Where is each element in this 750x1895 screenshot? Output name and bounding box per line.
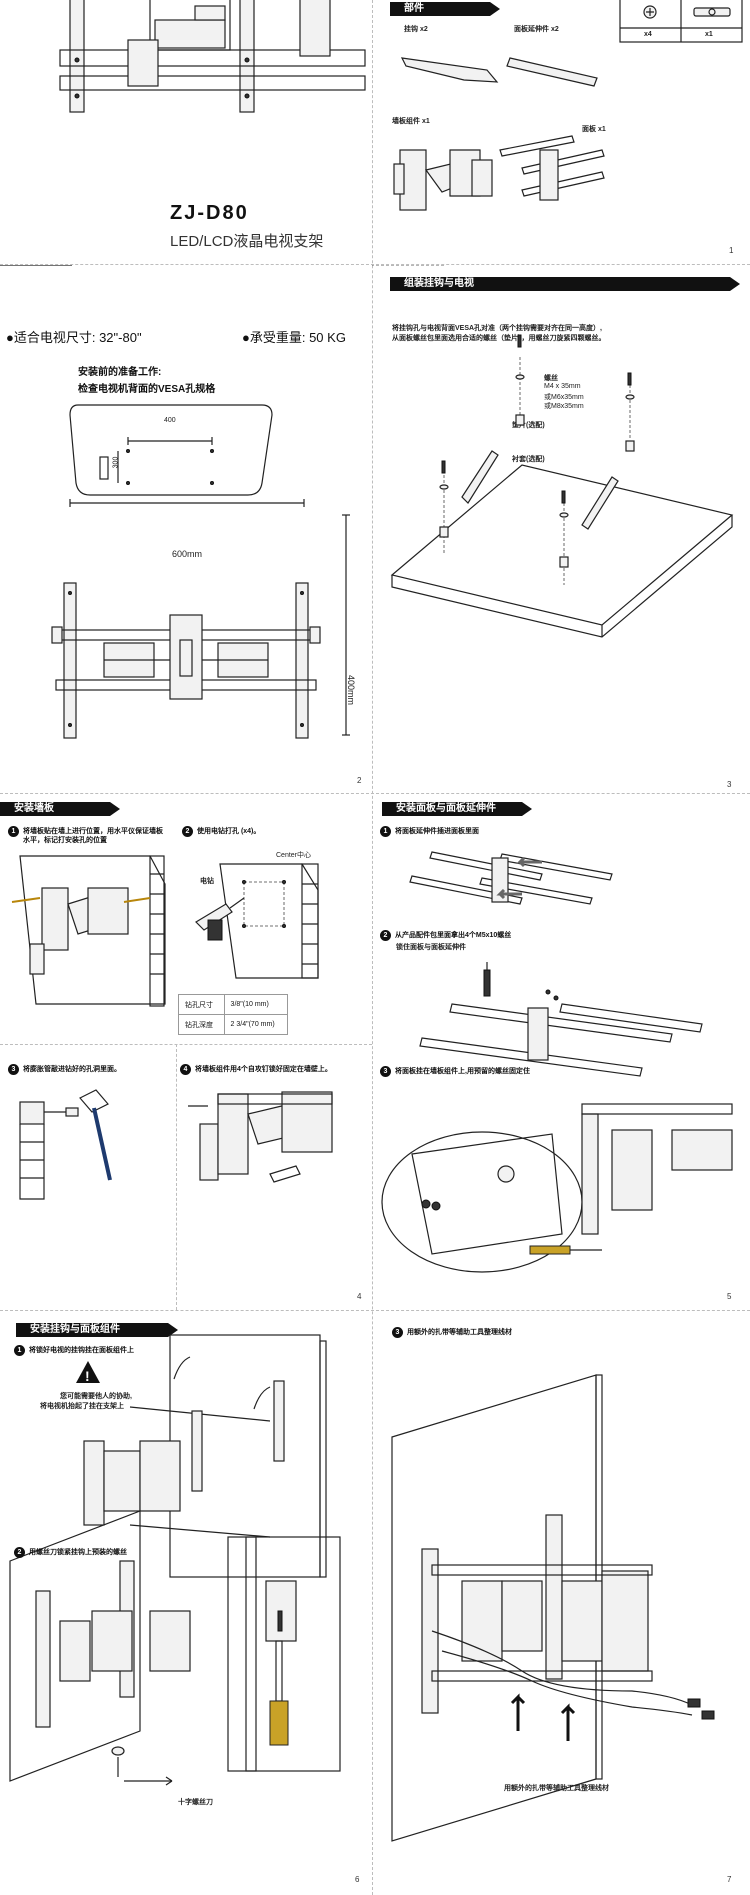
model-title: ZJ-D80	[170, 202, 249, 224]
step-divider	[0, 1044, 372, 1045]
panel-diagrams	[381, 851, 733, 1273]
page-number: 5	[727, 1292, 732, 1301]
step-1-text: 将面板延伸件插进面板里面	[395, 828, 479, 835]
spec-key: 钻孔深度	[178, 1014, 225, 1035]
page-number: 7	[727, 1875, 732, 1884]
dim-400: 400	[164, 417, 176, 424]
step-2-text-b: 锁住面板与面板延伸件	[396, 944, 466, 951]
section-banner: 安装挂钩与面板组件	[16, 1323, 178, 1337]
step-divider	[176, 1044, 177, 1310]
vesa-diagram	[0, 265, 350, 739]
drill-label: 电钻	[200, 878, 214, 885]
step-2-text-a: 从产品配件包里面拿出4个M5x10螺丝	[395, 932, 512, 939]
page-number: 2	[357, 776, 362, 785]
tv-size-spec: ●适合电视尺寸: 32"-80"	[6, 330, 142, 345]
step-4-text: 将墙板组件用4个自攻钉锁好固定在墙壁上。	[195, 1066, 332, 1073]
screw-option-1: M4 x 35mm	[544, 383, 581, 390]
product-subtitle: LED/LCD液晶电视支架	[170, 233, 324, 250]
dim-600mm: 600mm	[172, 549, 203, 559]
page-1-parts: 部件 挂钩 x2 面板延伸件 x2 x4 x1 墙板组件 x1 面板 x1 1	[372, 0, 750, 264]
load-spec: ●承受重量: 50 KG	[242, 330, 346, 345]
page-number: 4	[357, 1292, 362, 1301]
spec-key: 钻孔尺寸	[178, 994, 225, 1015]
step-3-text: 将膨胀管敲进钻好的孔洞里面。	[23, 1066, 121, 1073]
prep-subtitle: 检查电视机背面的VESA孔规格	[78, 384, 216, 395]
step-2-text: 使用电钻打孔 (x4)。	[197, 828, 261, 835]
washer-label: 垫片(选配)	[512, 422, 545, 429]
parts-illustrations	[393, 57, 605, 211]
screwdriver-label: 十字螺丝刀	[178, 1799, 213, 1806]
screw-option-3: 或M8x35mm	[544, 403, 584, 410]
screw-option-2: 或M6x35mm	[544, 394, 584, 401]
cable-management-diagram	[391, 1374, 715, 1842]
panel-label: 面板 x1	[582, 126, 606, 133]
screw-label: 螺丝	[544, 375, 558, 382]
hook-assembly-diagram	[372, 265, 734, 638]
bracket-illustration	[59, 0, 366, 113]
spec-value: 3/8"(10 mm)	[223, 994, 289, 1015]
wall-plate-diagrams	[11, 855, 333, 1200]
warning-line-2: 将电视机抬起了挂在支架上	[40, 1403, 124, 1410]
hook-label: 挂钩 x2	[404, 26, 428, 33]
page-number: 1	[729, 246, 734, 255]
page-number: 3	[727, 780, 732, 789]
cable-caption: 用额外的扎带等辅助工具整理线材	[504, 1785, 609, 1792]
page-divider	[372, 0, 373, 1895]
page-divider	[0, 1310, 750, 1311]
warning-line-1: 您可能需要他人的协助,	[60, 1393, 132, 1400]
extension-label: 面板延伸件 x2	[514, 26, 559, 33]
step-3-text: 用额外的扎带等辅助工具整理线材	[407, 1329, 512, 1336]
screw-qty: x4	[644, 31, 652, 38]
dim-300: 300	[112, 456, 120, 469]
section-banner: 安装墙板	[0, 802, 120, 816]
svg-text:!: !	[85, 1368, 90, 1384]
level-qty: x1	[705, 31, 713, 38]
page-1-cover: ZJ-D80 LED/LCD液晶电视支架	[0, 0, 372, 264]
page-divider	[0, 793, 750, 794]
step-2-text: 用螺丝刀锁紧挂钩上预装的螺丝	[29, 1549, 127, 1556]
spacer-label: 衬套(选配)	[512, 456, 545, 463]
instruction-line-1: 将挂钩孔与电视背面VESA孔对准（两个挂钩需要对齐在同一高度）,	[392, 325, 603, 332]
hardware-box	[619, 0, 743, 43]
section-banner: 安装面板与面板延伸件	[382, 802, 532, 816]
page-2-specs: ●适合电视尺寸: 32"-80" ●承受重量: 50 KG 安装前的准备工作: …	[0, 265, 372, 793]
page-divider	[0, 264, 750, 265]
step-1-text: 将锁好电视的挂钩挂在面板组件上	[29, 1347, 134, 1354]
page-3-hooks-tv: 组装挂钩与电视 将挂钩孔与电视背面VESA孔对准（两个挂钩需要对齐在同一高度）,…	[372, 265, 750, 793]
wall-assembly-label: 墙板组件 x1	[392, 118, 430, 125]
dim-400mm: 400mm	[346, 674, 357, 706]
page-number: 6	[355, 1875, 360, 1884]
step-1-text: 将墙板贴在墙上进行位置，用水平仪保证墙板水平，标记打安装孔的位置	[23, 828, 163, 845]
hook-panel-diagrams: !	[9, 1334, 341, 1786]
step-3-text: 将面板挂在墙板组件上,用预留的螺丝固定住	[395, 1068, 530, 1075]
instruction-line-2: 从面板螺丝包里面选用合适的螺丝（垫片），用螺丝刀旋紧四颗螺丝。	[392, 335, 606, 342]
section-banner: 组装挂钩与电视	[390, 277, 740, 291]
prep-title: 安装前的准备工作:	[78, 367, 162, 378]
center-label: Center中心	[276, 852, 312, 859]
parts-banner: 部件	[390, 2, 500, 16]
spec-value: 2 3/4"(70 mm)	[223, 1014, 289, 1035]
